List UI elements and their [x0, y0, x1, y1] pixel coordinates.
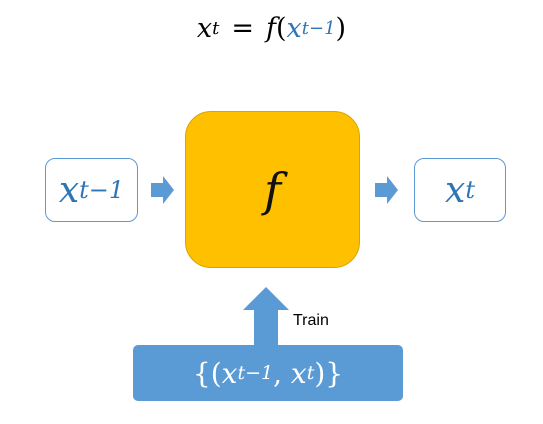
eq-func: f: [265, 12, 276, 44]
eq-equals: =: [231, 12, 254, 44]
set-x2-sub: t: [306, 362, 315, 384]
eq-arg-sub: t−1: [301, 17, 336, 39]
eq-open-paren: (: [275, 12, 287, 44]
eq-arg: x: [286, 12, 302, 44]
eq-lhs: x: [196, 12, 213, 44]
set-close: )}: [314, 356, 344, 390]
output-var-sub: t: [465, 176, 475, 204]
input-arrow-icon: [151, 176, 174, 204]
set-comma: ,: [273, 356, 291, 390]
eq-close-paren: ): [335, 12, 347, 44]
input-var-sub: t−1: [79, 176, 125, 204]
input-var: x: [58, 169, 80, 211]
output-arrow-icon: [375, 176, 398, 204]
set-x1: x: [221, 356, 238, 390]
function-box: f: [185, 111, 360, 268]
train-arrow-icon: [243, 287, 289, 347]
eq-lhs-sub: t: [212, 17, 220, 39]
set-x1-sub: t−1: [237, 362, 274, 384]
set-x2: x: [290, 356, 307, 390]
train-label: Train: [293, 312, 329, 329]
output-var: x: [445, 169, 466, 211]
set-open: {(: [192, 356, 222, 390]
function-label: f: [263, 162, 282, 217]
